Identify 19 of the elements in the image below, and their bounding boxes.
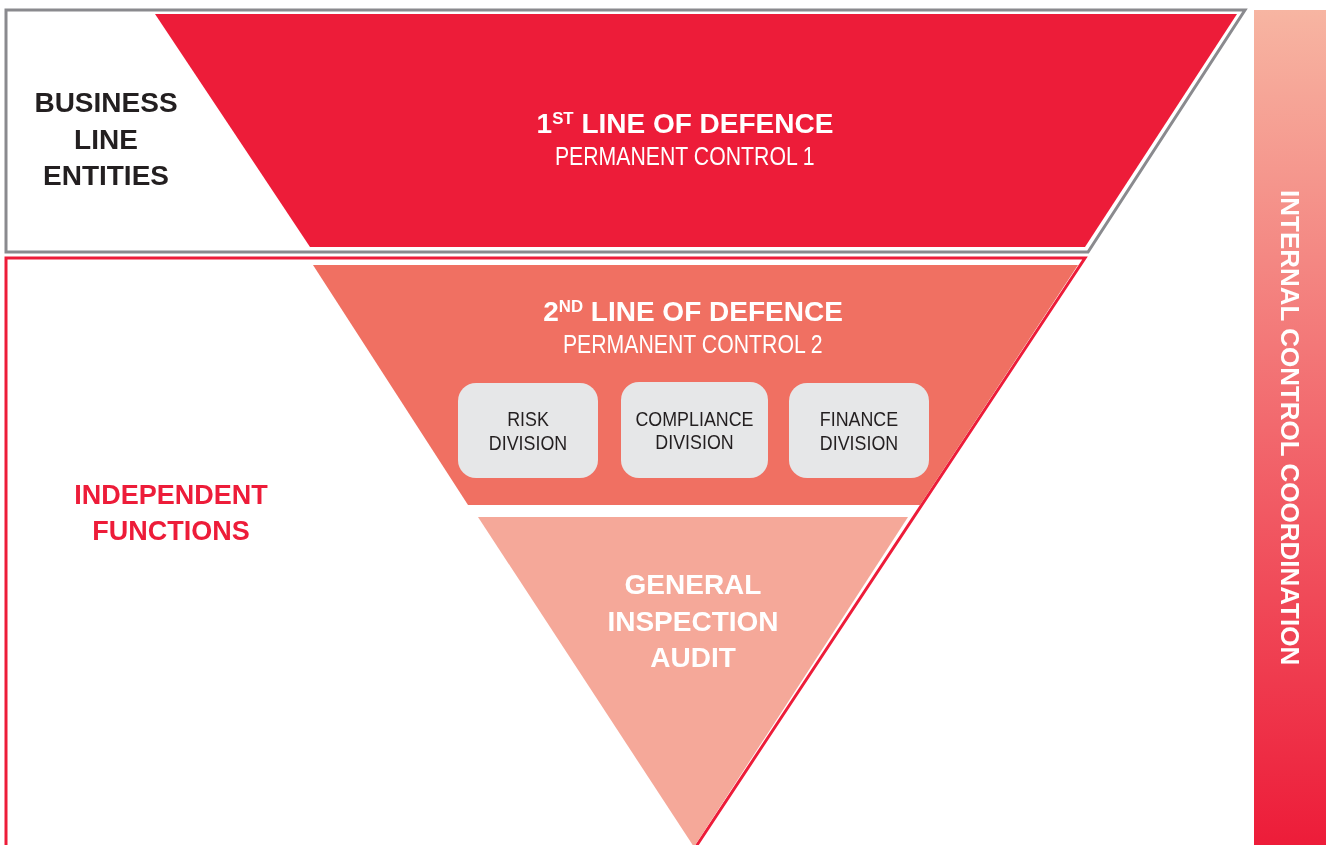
label: INTERNAL CONTROL COORDINATION <box>1274 189 1307 666</box>
subheading: PERMANENT CONTROL 1 <box>555 140 815 172</box>
vertical-band <box>1254 10 1326 845</box>
division-box <box>458 383 598 478</box>
label: BUSINESS LINE ENTITIES <box>33 86 179 194</box>
division-box <box>789 383 929 478</box>
label: INDEPENDENT FUNCTIONS <box>73 478 269 548</box>
outer-frame <box>6 258 1086 845</box>
label: COMPLIANCE DIVISION <box>634 406 755 454</box>
label: GENERAL INSPECTION AUDIT <box>606 568 780 676</box>
heading: 2$^{ND}$ LINE OF DEFENCE <box>543 295 843 330</box>
label: FINANCE DIVISION <box>818 407 900 454</box>
triangle-band <box>478 517 908 845</box>
outer-frame <box>6 10 1246 253</box>
subheading: PERMANENT CONTROL 2 <box>563 329 823 361</box>
trapezoid-band <box>313 265 1078 505</box>
division-box <box>621 382 768 478</box>
label: RISK DIVISION <box>487 407 569 454</box>
heading: 1$^{ST}$ LINE OF DEFENCE <box>536 106 834 141</box>
